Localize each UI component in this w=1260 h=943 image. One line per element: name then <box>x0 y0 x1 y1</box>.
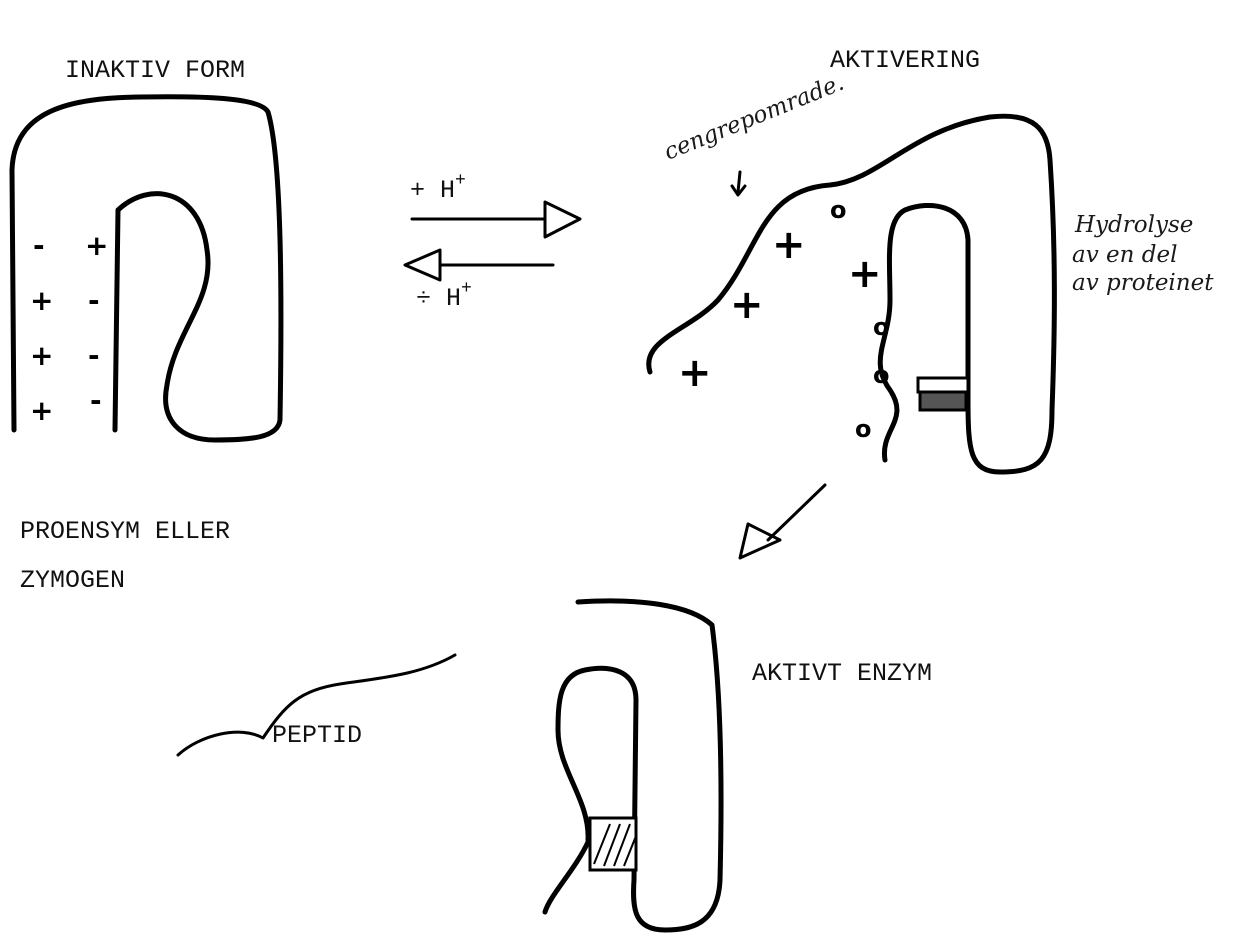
forward-arrowhead <box>545 202 580 237</box>
charge-plus: + <box>30 284 53 317</box>
neutral-ring: o <box>873 313 890 341</box>
inactive-zymogen-outline <box>12 97 281 440</box>
charge-minus: - <box>33 229 45 262</box>
charge-plus: + <box>678 350 712 396</box>
handwritten-note-top: cengrepomrade. <box>661 70 848 166</box>
active-site-band <box>918 378 968 392</box>
neutral-ring: o <box>855 415 872 443</box>
inactive-form-title: INAKTIV FORM <box>65 56 245 85</box>
equilibrium-arrows: + H+ ÷ H+ <box>405 171 580 313</box>
note-line-3: av proteinet <box>1072 270 1214 296</box>
inactive-charges: - + + - + - + - <box>30 229 108 427</box>
charge-plus: + <box>30 339 53 372</box>
handwritten-note-right: Hydrolyse av en del av proteinet <box>1072 212 1214 296</box>
note-line-1: Hydrolyse <box>1074 212 1193 238</box>
charge-plus: + <box>772 222 806 268</box>
charge-plus: + <box>85 229 108 262</box>
active-site-hatched <box>920 392 966 410</box>
cleavage-arrow-shaft <box>768 485 825 540</box>
neutral-ring: o <box>830 196 847 224</box>
charge-minus: - <box>88 339 100 372</box>
zymogen-label: ZYMOGEN <box>20 566 125 595</box>
charge-plus: + <box>30 394 53 427</box>
cleavage-arrowhead <box>740 524 780 558</box>
charge-plus: + <box>848 251 882 297</box>
activation-title: AKTIVERING <box>830 46 980 75</box>
charge-minus: - <box>88 284 100 317</box>
active-enzyme-outline <box>558 601 721 930</box>
reverse-condition: ÷ H+ <box>416 279 472 313</box>
neutral-ring: o <box>873 361 890 389</box>
note-pointer-line <box>738 172 740 192</box>
cleavage-arrow <box>740 485 825 558</box>
proenzyme-label: PROENSYM ELLER <box>20 517 230 546</box>
activation-charges: + + + + o o o o <box>678 196 890 443</box>
charge-plus: + <box>730 282 764 328</box>
peptide-label: PEPTID <box>272 721 362 750</box>
charge-minus: - <box>90 384 102 417</box>
active-enzyme-tail <box>545 842 588 912</box>
reverse-arrowhead <box>405 250 440 280</box>
active-enzyme-label: AKTIVT ENZYM <box>752 659 932 688</box>
note-line-2: av en del <box>1072 242 1177 268</box>
forward-condition: + H+ <box>410 171 466 205</box>
